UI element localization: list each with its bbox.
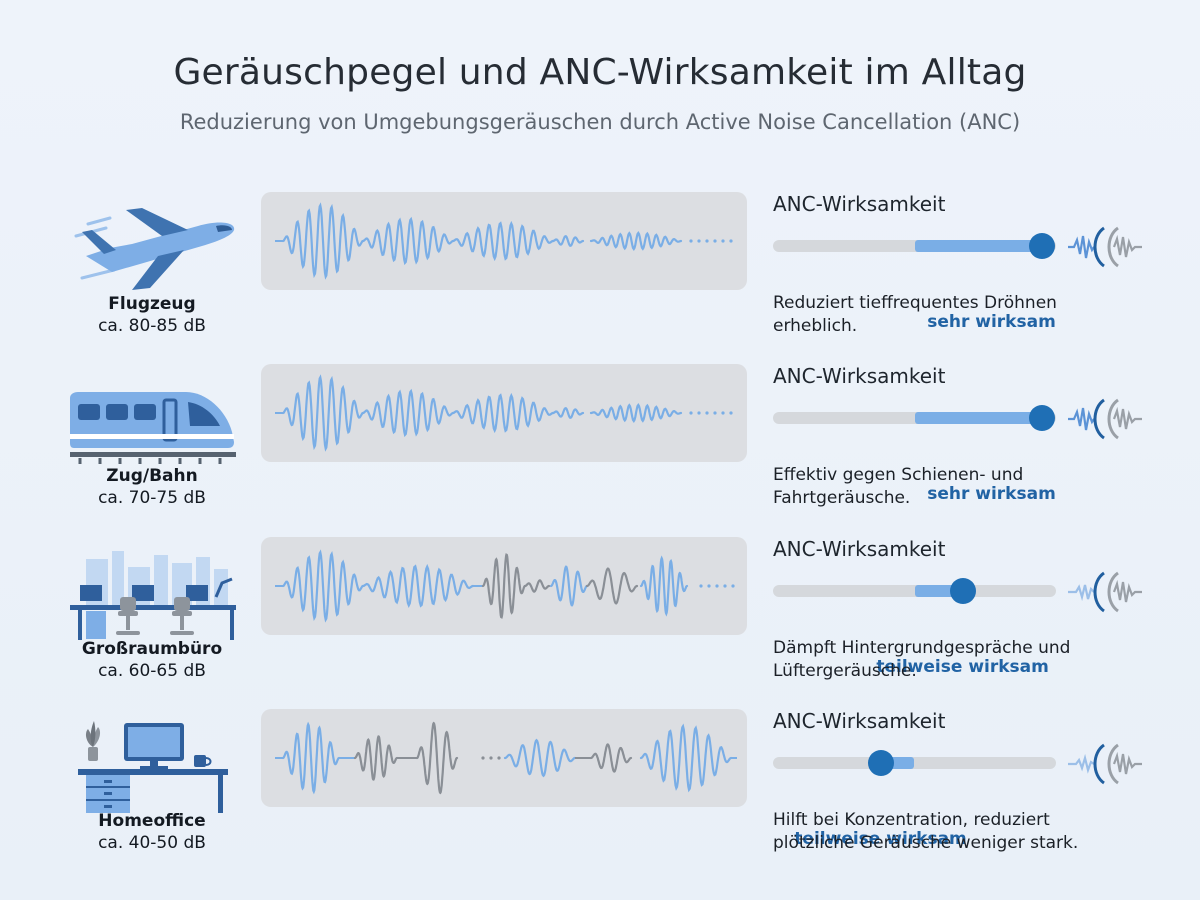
waveform-dot: [715, 584, 719, 588]
environment-noise-level: ca. 80-85 dB: [98, 316, 206, 336]
waveform-segment: [585, 567, 639, 605]
waveform-segment: [451, 392, 555, 434]
anc-effectiveness-label: ANC-Wirksamkeit: [773, 709, 946, 733]
waveform-dot: [705, 239, 709, 243]
waveform-dot: [481, 756, 485, 760]
waveform-dot: [705, 411, 709, 415]
anc-meter-knob: [867, 750, 894, 776]
anc-effectiveness-level: teilweise wirksam: [876, 657, 1049, 677]
waveform-dot: [497, 756, 501, 760]
waveform-dot: [697, 239, 701, 243]
waveform-segment: [361, 216, 455, 266]
waveform-segment: [281, 374, 365, 452]
waveform-segment: [361, 388, 455, 438]
waveform-segment: [451, 220, 555, 262]
noise-cancel-wave-icon: [1064, 567, 1144, 617]
environment-name: Zug/Bahn: [106, 466, 198, 486]
anc-effectiveness-meter: teilweise wirksam: [773, 578, 1056, 677]
waveform-segment: [415, 721, 459, 795]
noise-waveform-panel: [261, 364, 747, 462]
waveform-dot: [713, 411, 717, 415]
environment-row-open-plan-office: Großraumbüro ca. 60-65 dB ANC-Wirksamkei…: [0, 537, 1200, 709]
waveform-segment: [281, 549, 365, 623]
page-subtitle: Reduzierung von Umgebungsgeräuschen durc…: [179, 110, 1021, 134]
waveform-segment: [589, 231, 683, 251]
environment-noise-level: ca. 70-75 dB: [98, 488, 206, 508]
anc-effectiveness-label: ANC-Wirksamkeit: [773, 364, 946, 388]
waveform: [275, 721, 737, 795]
environment-noise-level: ca. 60-65 dB: [98, 661, 206, 681]
waveform-dot: [489, 756, 493, 760]
waveform-dot: [721, 239, 725, 243]
waveform-segment: [281, 202, 365, 280]
waveform-dot: [713, 239, 717, 243]
anc-effectiveness-label: ANC-Wirksamkeit: [773, 192, 946, 216]
waveform-segment: [353, 735, 399, 781]
waveform-segment: [523, 579, 551, 593]
waveform-dot: [689, 411, 693, 415]
anc-effectiveness-level: sehr wirksam: [927, 312, 1056, 332]
anc-effectiveness-note: Dämpft Hintergrundgespräche und Lüfterge…: [773, 638, 1071, 681]
noise-cancel-wave-icon: [1064, 222, 1144, 272]
environment-name: Homeoffice: [98, 811, 206, 831]
waveform: [275, 374, 733, 452]
environment-noise-level: ca. 40-50 dB: [98, 833, 206, 853]
anc-effectiveness-meter: sehr wirksam: [773, 233, 1056, 332]
waveform-dot: [689, 239, 693, 243]
waveform-segment: [639, 555, 689, 617]
page-title: Geräuschpegel und ANC-Wirksamkeit im All…: [173, 52, 1027, 93]
anc-effectiveness-meter: sehr wirksam: [773, 405, 1056, 504]
home-office-icon: [66, 721, 238, 816]
waveform-segment: [551, 407, 585, 419]
anc-meter-fill: [914, 412, 1042, 424]
waveform: [275, 549, 735, 623]
waveform-segment: [361, 563, 475, 608]
open-plan-office-icon: [66, 549, 238, 644]
environment-row-train: Zug/Bahn ca. 70-75 dB ANC-Wirksamkeit se…: [0, 364, 1200, 536]
anc-effectiveness-label: ANC-Wirksamkeit: [773, 537, 946, 561]
waveform-segment: [281, 721, 341, 795]
anc-effectiveness-level: teilweise wirksam: [794, 829, 967, 849]
noise-cancel-wave-icon: [1064, 739, 1144, 789]
waveform-dot: [723, 584, 727, 588]
waveform-segment: [503, 738, 577, 778]
waveform-dot: [707, 584, 711, 588]
environment-row-airplane: Flugzeug ca. 80-85 dB ANC-Wirksamkeit se…: [0, 192, 1200, 364]
environment-row-home-office: Homeoffice ca. 40-50 dB ANC-Wirksamkeit …: [0, 709, 1200, 881]
waveform-segment: [549, 565, 589, 607]
airplane-icon: [66, 204, 238, 299]
waveform-dot: [731, 584, 735, 588]
noise-waveform-panel: [261, 537, 747, 635]
noise-cancel-wave-icon: [1064, 394, 1144, 444]
anc-effectiveness-meter: teilweise wirksam: [773, 750, 1056, 849]
noise-waveform-panel: [261, 192, 747, 290]
anc-effectiveness-note: Effektiv gegen Schienen- und Fahrtgeräus…: [773, 465, 1024, 508]
environment-name: Großraumbüro: [81, 639, 223, 659]
waveform-dot: [729, 239, 733, 243]
anc-effectiveness-level: sehr wirksam: [927, 484, 1056, 504]
anc-effectiveness-note: Reduziert tieffrequentes Dröhnen erhebli…: [773, 293, 1057, 336]
waveform-segment: [639, 723, 733, 793]
waveform-dot: [699, 584, 703, 588]
train-icon: [66, 376, 238, 471]
anc-meter-knob: [949, 578, 976, 604]
environment-name: Flugzeug: [108, 294, 196, 314]
anc-meter-knob: [1028, 233, 1055, 259]
waveform-segment: [481, 553, 527, 619]
anc-meter-knob: [1028, 405, 1055, 431]
noise-waveform-panel: [261, 709, 747, 807]
waveform-dot: [697, 411, 701, 415]
waveform-segment: [551, 235, 585, 247]
waveform: [275, 202, 733, 280]
waveform-segment: [589, 743, 633, 773]
anc-effectiveness-note: Hilft bei Konzentration, reduziert plötz…: [773, 810, 1079, 853]
anc-meter-fill: [914, 240, 1042, 252]
waveform-segment: [589, 403, 683, 423]
waveform-dot: [729, 411, 733, 415]
waveform-dot: [721, 411, 725, 415]
